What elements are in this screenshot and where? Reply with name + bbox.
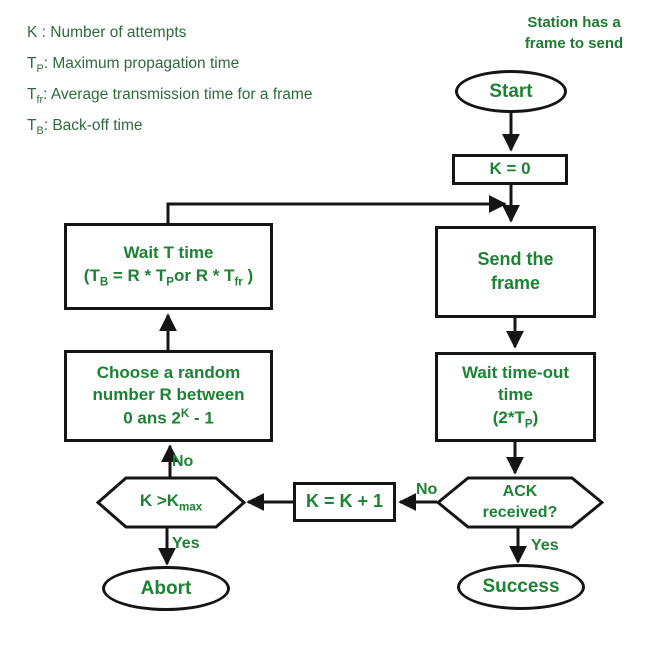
wait-timeout-expr-pre: (2*T [492, 407, 525, 427]
legend-item-tfr: Tfr: Average transmission time for a fra… [27, 82, 312, 113]
node-k-increment[interactable]: K = K + 1 [293, 482, 396, 522]
wait-t-expr-c: or R * T [174, 265, 235, 285]
node-success[interactable]: Success [457, 564, 585, 610]
wait-t-expr-b: = R * T [108, 265, 167, 285]
node-ack-decision[interactable]: ACK received? [436, 476, 604, 529]
caption-line-1: Station has a [527, 14, 621, 31]
edge-label-kmax-yes: Yes [172, 535, 200, 552]
legend-description: : Maximum propagation time [43, 55, 240, 73]
node-wait-t-line-2: (TB = R * TPor R * Tfr ) [84, 265, 253, 291]
node-k-increment-label: K = K + 1 [305, 491, 384, 512]
node-start[interactable]: Start [455, 70, 567, 113]
edge-waitt-to-mainline [166, 195, 507, 223]
node-send-frame-line-1: Send the [477, 249, 554, 270]
node-choose-random-line-1: Choose a random [96, 363, 241, 383]
legend-description: : Number of attempts [37, 24, 187, 41]
wait-t-expr-c-sub: fr [234, 276, 243, 289]
node-choose-random-line-2: number R between [92, 385, 245, 405]
node-kmax-label-sub: max [179, 501, 203, 514]
node-choose-random[interactable]: Choose a random number R between 0 ans 2… [64, 350, 273, 442]
legend-item-tp: TP: Maximum propagation time [27, 51, 312, 82]
hexagon-shape [436, 476, 604, 529]
edge-label-ack-no: No [416, 481, 438, 498]
legend-symbol: T [27, 86, 37, 104]
node-start-label: Start [489, 80, 533, 102]
legend-subscript: fr [36, 94, 44, 107]
node-wait-timeout-line-2: time [498, 385, 533, 405]
wait-t-expr-b-sub: P [166, 276, 174, 289]
node-wait-timeout[interactable]: Wait time-out time (2*TP) [435, 352, 596, 442]
edge-label-kmax-no: No [172, 453, 194, 470]
choose-random-expr-sup: K [180, 407, 190, 420]
node-k-init[interactable]: K = 0 [452, 154, 568, 185]
node-send-frame-line-2: frame [490, 273, 541, 293]
node-wait-timeout-line-3: (2*TP) [493, 407, 539, 433]
legend-item-k: K : Number of attempts [27, 20, 312, 51]
node-choose-random-line-3: 0 ans 2K - 1 [123, 407, 214, 430]
wait-timeout-expr-sub: P [524, 418, 533, 430]
legend-subscript: P [36, 63, 44, 76]
node-wait-timeout-line-1: Wait time-out [461, 362, 570, 382]
legend-description: : Back-off time [43, 117, 143, 135]
node-wait-t[interactable]: Wait T time (TB = R * TPor R * Tfr ) [64, 223, 273, 310]
caption-station-has-frame: Station has a frame to send [492, 12, 656, 54]
legend-item-tb: TB: Back-off time [27, 113, 312, 144]
choose-random-expr-pre: 0 ans 2 [123, 408, 181, 428]
legend-symbol: T [27, 117, 37, 135]
edge-label-ack-yes: Yes [531, 537, 559, 554]
legend-description: : Average transmission time for a frame [43, 86, 313, 104]
legend-symbol: K [27, 24, 38, 41]
node-kmax-label-pre: K >K [139, 490, 180, 510]
node-ack-line-2: received? [482, 503, 558, 521]
wait-t-expr-a: (T [83, 265, 100, 285]
node-ack-line-1: ACK [502, 482, 538, 500]
node-send-frame[interactable]: Send the frame [435, 226, 596, 318]
choose-random-expr-post: - 1 [189, 408, 214, 428]
legend: K : Number of attempts TP: Maximum propa… [27, 20, 312, 144]
node-abort[interactable]: Abort [102, 566, 230, 611]
legend-symbol: T [27, 55, 37, 73]
node-k-init-label: K = 0 [489, 159, 531, 179]
node-kmax-decision[interactable]: K >Kmax [96, 476, 246, 529]
wait-timeout-expr-post: ) [532, 407, 539, 427]
node-abort-label: Abort [140, 577, 192, 599]
caption-line-2: frame to send [524, 35, 624, 52]
legend-subscript: B [36, 125, 44, 138]
node-success-label: Success [482, 576, 560, 598]
hexagon-shape [96, 476, 246, 529]
node-wait-t-line-1: Wait T time [123, 243, 214, 263]
wait-t-expr-a-sub: B [99, 276, 109, 289]
wait-t-expr-d: ) [242, 265, 254, 285]
